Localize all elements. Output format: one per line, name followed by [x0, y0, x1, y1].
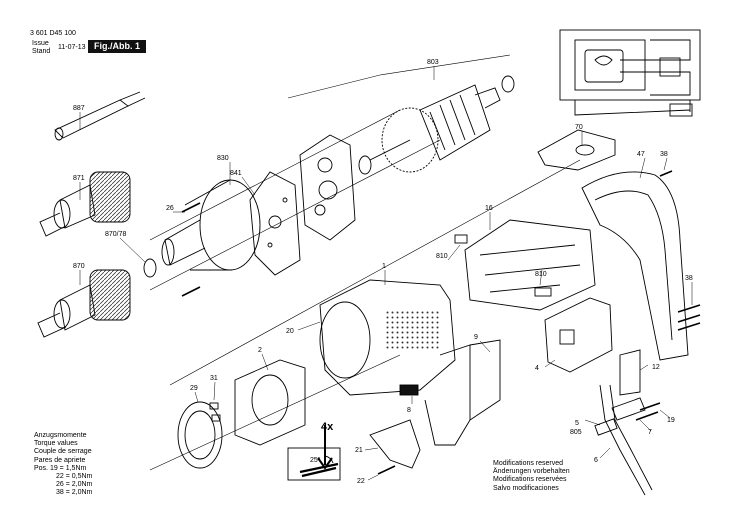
- switch-4: [544, 297, 613, 373]
- part-label: 9: [474, 334, 478, 341]
- angle-degrees: 25°: [310, 456, 321, 464]
- modification-line: Modifications reservées: [493, 476, 567, 484]
- motor-housing-1: [319, 279, 501, 446]
- electronics-16: [454, 219, 596, 311]
- part-label: 4: [535, 365, 539, 372]
- issue-label: Issue: [32, 40, 49, 47]
- part-label: 810: [436, 253, 448, 260]
- stand-label: Stand: [32, 48, 51, 55]
- part-label: 29: [190, 385, 198, 392]
- bearing-plate: [299, 134, 356, 241]
- part-label: 38: [685, 275, 693, 282]
- part-labels: 887 871 870/78 870 26 830 841 803 70 47 …: [73, 59, 693, 485]
- wiring-schematic: [559, 29, 701, 117]
- part-label: 12: [652, 364, 660, 371]
- part-label: 38: [660, 151, 668, 158]
- part-label: 21: [355, 447, 363, 454]
- torque-line: 26 = 2,0Nm: [56, 481, 93, 489]
- part-label: 870: [73, 263, 85, 270]
- torque-note: Anzugsmomente Torque values Couple de se…: [34, 432, 92, 498]
- leader-lines: [79, 66, 693, 481]
- part-label: 1: [382, 263, 386, 270]
- issue-date: 11-07-13: [58, 44, 86, 51]
- clip-21: [369, 419, 421, 469]
- part-label: 19: [667, 417, 675, 424]
- part-label: 16: [485, 205, 493, 212]
- modifications-note: Modifications reserved Änderungen vorbeh…: [493, 460, 570, 493]
- part-label: 5: [575, 420, 579, 427]
- label-plate-8: [399, 384, 419, 396]
- part-label: 6: [594, 457, 598, 464]
- depth-locator-871: [39, 171, 131, 237]
- part-label: 47: [637, 151, 645, 158]
- part-label: 887: [73, 105, 85, 112]
- part-label: 805: [570, 429, 582, 436]
- gear-housing-830: [161, 179, 261, 271]
- part-label: 70: [575, 124, 583, 131]
- part-label: 26: [166, 205, 174, 212]
- part-label: 20: [286, 328, 294, 335]
- modification-line: Modifications reserved: [493, 460, 564, 467]
- angle-detail: [287, 425, 341, 481]
- figure-label: Fig./Abb. 1: [88, 40, 146, 53]
- torque-line: Couple de serrage: [34, 448, 92, 456]
- torque-line: Torque values: [34, 440, 78, 448]
- part-label: 841: [230, 170, 242, 177]
- part-label: 22: [357, 478, 365, 485]
- strain-relief-7: [611, 397, 646, 421]
- ring-29: [177, 401, 223, 469]
- torque-line: Anzugsmomente: [34, 432, 87, 439]
- switch-cover-70: [537, 129, 616, 171]
- modification-line: Salvo modificaciones: [493, 484, 559, 492]
- stator-2: [234, 359, 306, 446]
- nose-870: [37, 269, 131, 338]
- part-label: 8: [407, 407, 411, 414]
- torque-line: 38 = 2,0Nm: [56, 489, 93, 497]
- bit-holder-887: [54, 91, 146, 141]
- part-label: 830: [217, 155, 229, 162]
- plate-841: [249, 171, 301, 276]
- part-label: 2: [258, 347, 262, 354]
- ring-870-78: [143, 258, 157, 278]
- part-label: 803: [427, 59, 439, 66]
- part-label: 870/78: [105, 231, 127, 238]
- handle-housing-47: [581, 171, 689, 361]
- modification-line: Änderungen vorbehalten: [493, 468, 570, 476]
- torque-line: 22 = 0,5Nm: [56, 473, 93, 481]
- angle-count: 4x: [321, 421, 334, 433]
- torque-line: Pares de apriete: [34, 456, 86, 464]
- cable-6: [594, 384, 653, 496]
- part-label: 31: [210, 375, 218, 382]
- part-12: [619, 349, 641, 396]
- part-label: 810: [535, 271, 547, 278]
- part-label: 871: [73, 175, 85, 182]
- doc-number: 3 601 D45 100: [30, 30, 76, 37]
- armature-803: [358, 75, 515, 175]
- part-label: 7: [648, 429, 652, 436]
- torque-line: Pos. 19 = 1,5Nm: [34, 464, 87, 472]
